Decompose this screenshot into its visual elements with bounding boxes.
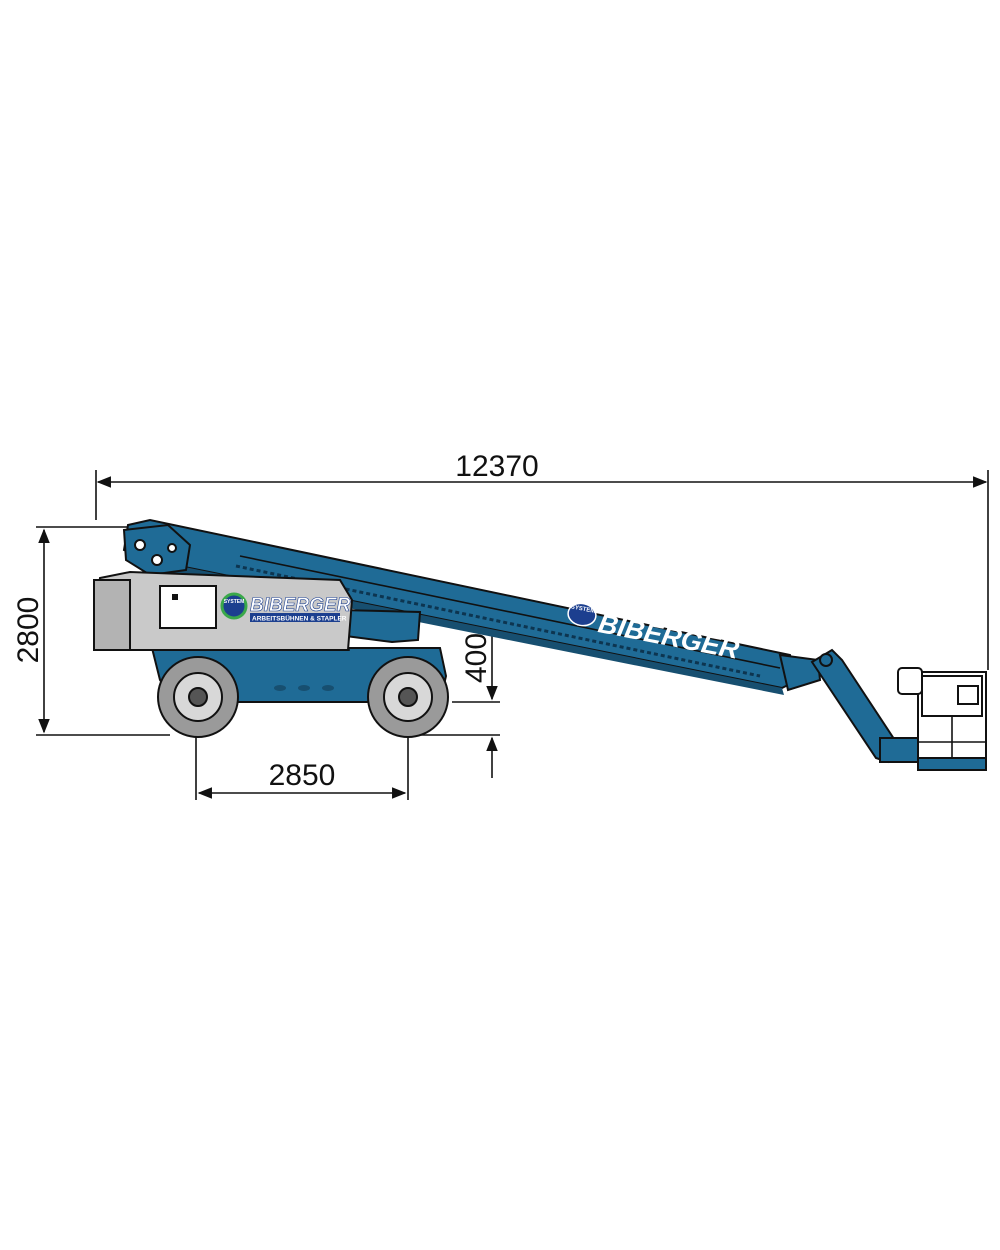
- pivot-pin-2: [151, 554, 163, 566]
- rear-hub: [398, 687, 418, 707]
- chassis-hole-3: [322, 685, 334, 691]
- rear-wheel: [367, 656, 449, 738]
- platform-control-box: [897, 667, 923, 695]
- overall-length-label: 12370: [455, 450, 538, 483]
- boom-tip-head: [778, 653, 822, 692]
- ground-clearance-dimension: 400: [420, 632, 500, 778]
- jib-and-platform: [778, 648, 987, 771]
- boom-pivot-bracket: [122, 523, 192, 577]
- wheelbase-dimension: 2850: [195, 712, 409, 800]
- front-hub: [188, 687, 208, 707]
- chassis-badge-text: SYSTEM: [224, 599, 245, 605]
- ground-clearance-label: 400: [460, 633, 493, 683]
- chassis-hole-1: [274, 685, 286, 691]
- rear-counterweight: [93, 579, 131, 651]
- engine-access-door: [159, 585, 217, 629]
- chassis-badge-icon: [220, 592, 248, 620]
- boom-section-line: [239, 555, 781, 669]
- tagline-strip: [250, 613, 340, 622]
- jib-pivot-pin: [819, 653, 833, 667]
- platform-rotator: [879, 737, 921, 763]
- chassis-logo-text: BIBERGER: [250, 595, 351, 616]
- height-label: 2800: [12, 597, 45, 664]
- overall-length-dimension: 12370: [95, 450, 989, 670]
- basket-floor: [917, 757, 987, 771]
- pivot-pin-1: [134, 539, 146, 551]
- front-wheel: [157, 656, 239, 738]
- boom-badge-text: SYSTEM: [570, 604, 595, 615]
- chassis-hole-2: [298, 685, 310, 691]
- boom-badge-icon: [567, 602, 597, 627]
- height-dimension: 2800: [12, 526, 170, 736]
- machine-illustration: SYSTEM BIBERGER: [93, 518, 987, 771]
- door-latch: [172, 594, 178, 600]
- pivot-pin-3: [167, 543, 177, 553]
- wheelbase-label: 2850: [269, 759, 336, 792]
- basket-control-panel: [957, 685, 979, 705]
- chassis-tagline: ARBEITSBÜHNEN & STAPLER: [252, 614, 347, 623]
- turntable-body: SYSTEM BIBERGER ARBEITSBÜHNEN & STAPLER: [93, 570, 354, 651]
- boom-cable-chain: [235, 564, 761, 678]
